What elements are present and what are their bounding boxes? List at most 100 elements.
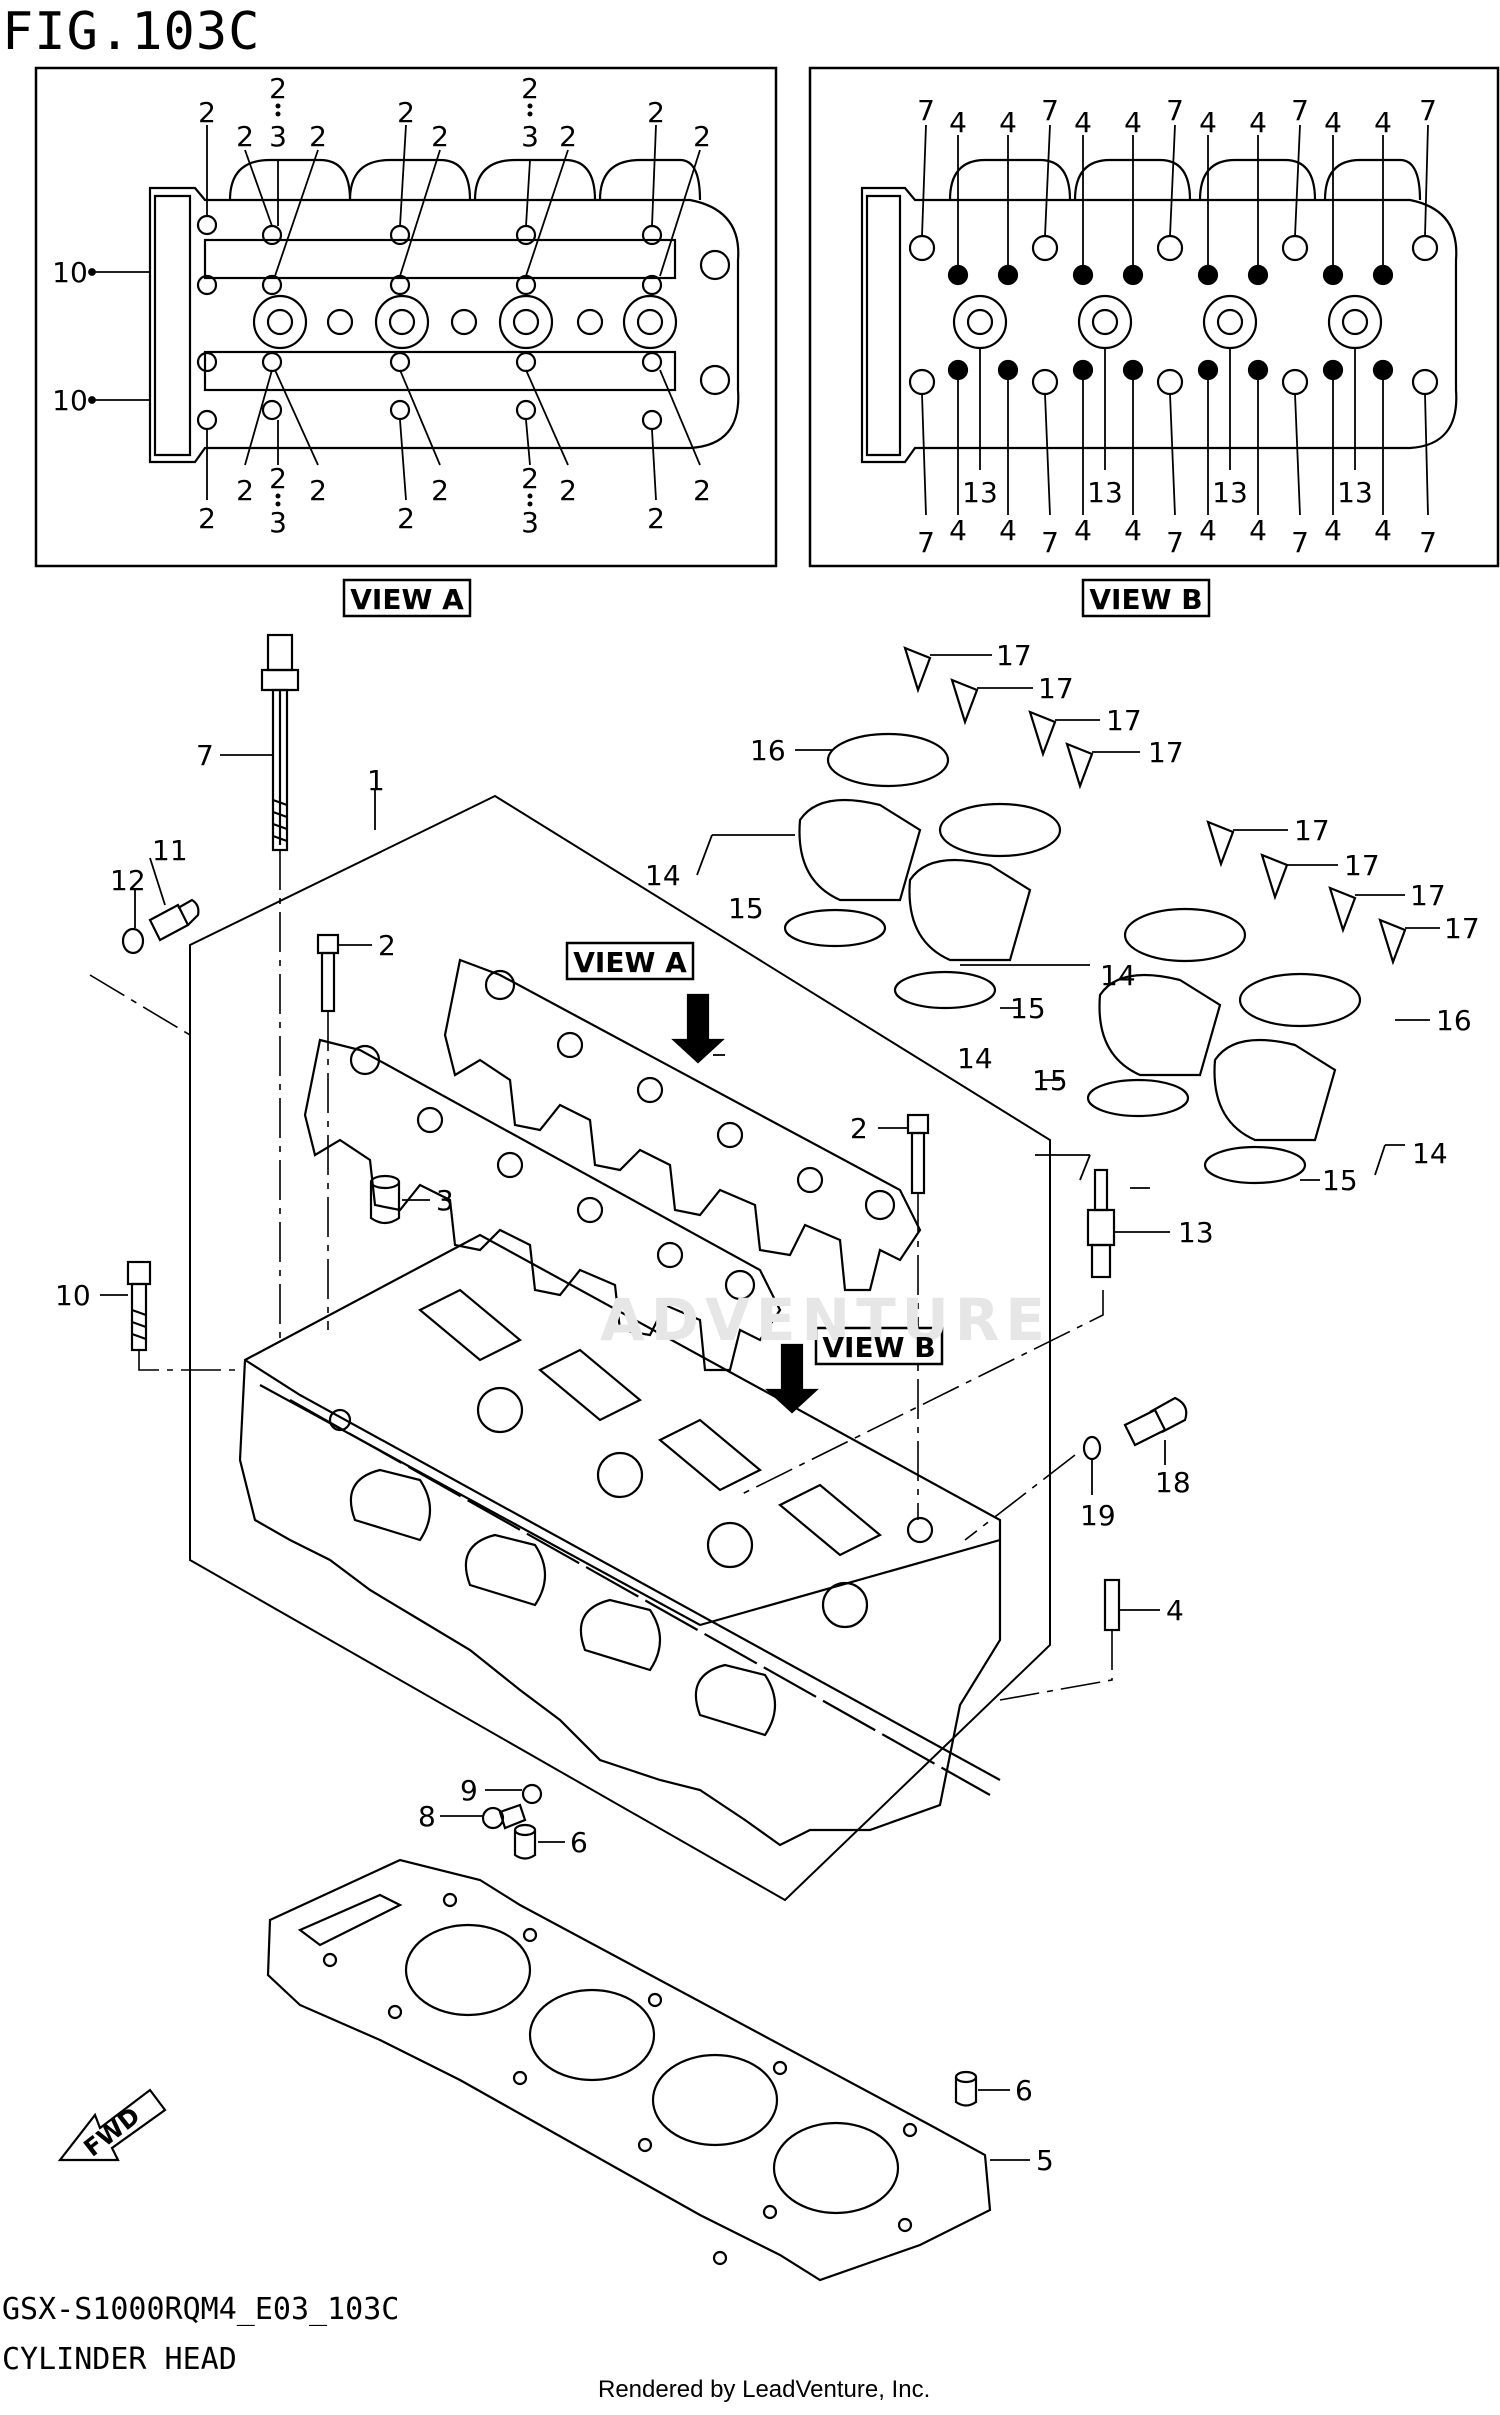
vb-top-11: 4	[1374, 106, 1392, 139]
part-17-screws	[903, 646, 1407, 966]
vb-top-1: 4	[949, 106, 967, 139]
watermark: ADVENTURE	[600, 1286, 1051, 1354]
callout-5: 5	[1036, 2144, 1054, 2177]
va-top-1: 2	[236, 120, 254, 153]
callout-9: 9	[460, 1774, 478, 1807]
va-bot-7: 2	[521, 462, 539, 495]
callout-7: 7	[196, 739, 214, 772]
va-top-6: 2	[431, 120, 449, 153]
vb-mid-2: 13	[1212, 476, 1248, 509]
intake-group-2	[1086, 907, 1362, 1185]
va-bot-4: 2	[309, 474, 327, 507]
vb-bot-11: 4	[1374, 514, 1392, 547]
callout-2-upper: 2	[378, 929, 396, 962]
fwd-arrow	[57, 2088, 167, 2162]
vb-top-7: 4	[1199, 106, 1217, 139]
callout-14-d: 14	[1412, 1137, 1448, 1170]
part-2-bolt-upper	[316, 933, 340, 1013]
view-a-label-top: VIEW A	[350, 583, 464, 616]
main-callouts: 1 2 2 3 4 5 6 6 7 8 9 10 11 12 13 14 14 …	[55, 639, 1480, 2177]
vb-bot-7: 4	[1199, 514, 1217, 547]
view-a-bolts	[196, 214, 731, 431]
vb-bot-9: 7	[1291, 526, 1309, 559]
callout-8: 8	[418, 1800, 436, 1833]
vb-bot-4: 4	[1074, 514, 1092, 547]
callout-17-h: 17	[1444, 912, 1480, 945]
callout-17-e: 17	[1294, 814, 1330, 847]
callout-15-b: 15	[1010, 992, 1046, 1025]
part-10-bolt	[126, 1260, 152, 1352]
part-6-dowel-lower	[954, 2070, 978, 2107]
callout-17-b: 17	[1038, 672, 1074, 705]
part-13-spark-plug	[1086, 1168, 1116, 1279]
callout-17-c: 17	[1106, 704, 1142, 737]
va-side-0: 10	[52, 256, 88, 289]
part-8-bolt	[481, 1803, 527, 1830]
va-bot-8: 3	[521, 506, 539, 539]
vb-bot-12: 7	[1419, 526, 1437, 559]
va-bot-5: 2	[397, 502, 415, 535]
vb-mid-1: 13	[1087, 476, 1123, 509]
callout-13: 13	[1178, 1216, 1214, 1249]
vb-mid-3: 13	[1337, 476, 1373, 509]
callout-15-c: 15	[1032, 1064, 1068, 1097]
part-6-dowel-upper	[513, 1823, 537, 1860]
vb-top-8: 4	[1249, 106, 1267, 139]
callout-11: 11	[152, 834, 188, 867]
va-top-3: 3	[269, 120, 287, 153]
vb-top-2: 4	[999, 106, 1017, 139]
vb-top-10: 4	[1324, 106, 1342, 139]
vb-bot-3: 7	[1041, 526, 1059, 559]
view-a-inset	[34, 66, 778, 568]
va-top-7: 2	[521, 72, 539, 105]
va-bot-10: 2	[647, 502, 665, 535]
cam-holder-upper	[443, 958, 922, 1292]
va-side-1: 10	[52, 384, 88, 417]
view-b-label-main: VIEW B	[822, 1331, 935, 1364]
part-3-dowel	[369, 1174, 401, 1225]
callout-10: 10	[55, 1279, 91, 1312]
va-top-4: 2	[309, 120, 327, 153]
part-11-union	[121, 898, 200, 955]
part-4-stud	[1103, 1578, 1121, 1632]
va-top-9: 2	[559, 120, 577, 153]
render-credit: Rendered by LeadVenture, Inc.	[598, 2376, 931, 2403]
vb-top-6: 7	[1166, 94, 1184, 127]
callout-15-d: 15	[1322, 1164, 1358, 1197]
callout-17-g: 17	[1410, 879, 1446, 912]
callout-6-lower: 6	[1015, 2074, 1033, 2107]
va-bot-2: 2	[269, 462, 287, 495]
view-b-inset	[808, 66, 1500, 568]
callout-17-a: 17	[996, 639, 1032, 672]
vb-bot-0: 7	[917, 526, 935, 559]
callout-2-right: 2	[850, 1112, 868, 1145]
callout-18: 18	[1155, 1466, 1191, 1499]
view-a-callouts: 2 2 2 3 2 2 2 2 3 2 2 2 2 2 2 3 2 2 2 2 …	[52, 72, 711, 539]
figure-code: GSX-S1000RQM4_E03_103C	[2, 2292, 400, 2327]
callout-19: 19	[1080, 1499, 1116, 1532]
view-a-dots	[275, 103, 533, 507]
va-top-8: 3	[521, 120, 539, 153]
part-7-head-bolt	[260, 633, 300, 852]
va-top-2: 2	[269, 72, 287, 105]
callout-14-c: 14	[957, 1042, 993, 1075]
view-a-label-main: VIEW A	[573, 946, 687, 979]
vb-top-0: 7	[917, 94, 935, 127]
va-bot-11: 2	[693, 474, 711, 507]
vb-bot-2: 4	[999, 514, 1017, 547]
callout-12: 12	[110, 864, 146, 897]
vb-top-12: 7	[1419, 94, 1437, 127]
part-1-cylinder-head	[238, 1233, 1002, 1847]
vb-bot-1: 4	[949, 514, 967, 547]
callout-16-b: 16	[1436, 1004, 1472, 1037]
callout-1: 1	[367, 764, 385, 797]
vb-mid-0: 13	[962, 476, 998, 509]
figure-title: FIG.103C	[2, 2, 261, 62]
part-18-temp-sensor	[1082, 1396, 1188, 1461]
callout-14-b: 14	[1100, 959, 1136, 992]
cam-holder-lower	[303, 1038, 782, 1372]
va-top-10: 2	[647, 96, 665, 129]
va-bot-6: 2	[431, 474, 449, 507]
vb-bot-8: 4	[1249, 514, 1267, 547]
